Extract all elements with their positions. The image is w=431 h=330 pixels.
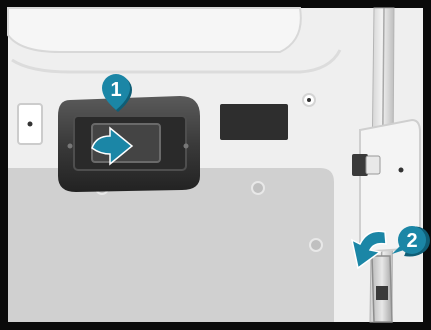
housing-screw xyxy=(184,144,189,149)
rivet xyxy=(252,182,264,194)
door-slot xyxy=(220,104,288,140)
rivet xyxy=(307,98,311,102)
latch-screw xyxy=(28,122,33,127)
lock-rod-notch xyxy=(376,286,388,300)
callout-2-label: 2 xyxy=(406,230,417,252)
housing-screw xyxy=(68,144,73,149)
lower-trim-panel xyxy=(8,168,334,322)
window-recess xyxy=(8,8,301,52)
bracket-screw xyxy=(399,168,404,173)
rivet xyxy=(310,239,322,251)
callout-1-label: 1 xyxy=(110,79,121,101)
bracket-clip-inner xyxy=(366,156,380,174)
